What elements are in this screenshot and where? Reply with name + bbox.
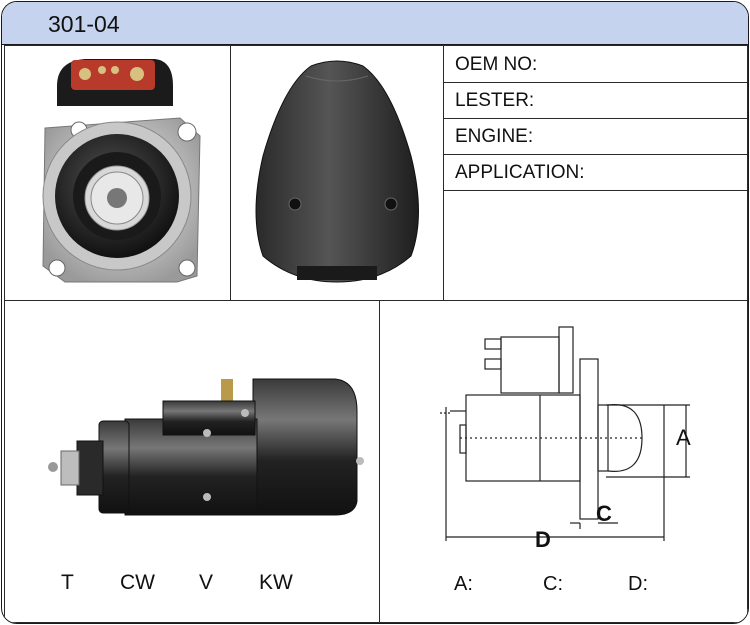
info-row-engine: ENGINE: — [444, 118, 747, 155]
application-label: APPLICATION: — [455, 162, 585, 183]
front-view-photo — [4, 45, 231, 301]
info-row-application: APPLICATION: — [444, 154, 747, 191]
info-table: OEM NO: LESTER: ENGINE: APPLICATION: — [443, 45, 748, 301]
drawing-label-d: D — [535, 527, 551, 552]
side-view-image — [48, 378, 364, 516]
spec-v-label: V — [199, 571, 214, 594]
spec-cw-label: CW — [120, 571, 155, 594]
part-number: 301-04 — [48, 11, 120, 37]
rear-cover-image — [255, 60, 419, 283]
spec-kw-label: KW — [259, 571, 293, 594]
engine-label: ENGINE: — [455, 126, 534, 147]
info-row-oem: OEM NO: — [444, 46, 747, 83]
header-bar: 301-04 — [2, 2, 748, 45]
drawing-label-c: C — [596, 501, 612, 526]
rear-cover-photo — [230, 45, 444, 301]
spec-t-label: T — [61, 571, 74, 594]
front-view-image — [42, 59, 201, 283]
dimension-drawing — [440, 326, 690, 541]
lester-label: LESTER: — [455, 90, 535, 111]
dim-d-label: D: — [628, 573, 648, 595]
oem-label: OEM NO: — [455, 54, 538, 75]
info-row-lester: LESTER: — [444, 82, 747, 119]
side-view-cell: T CW V KW — [4, 300, 380, 623]
dim-a-label: A: — [454, 573, 473, 595]
dimension-drawing-cell: A C D A: C: D: — [379, 300, 748, 623]
dim-c-label: C: — [543, 573, 563, 595]
drawing-label-a: A — [676, 425, 691, 450]
